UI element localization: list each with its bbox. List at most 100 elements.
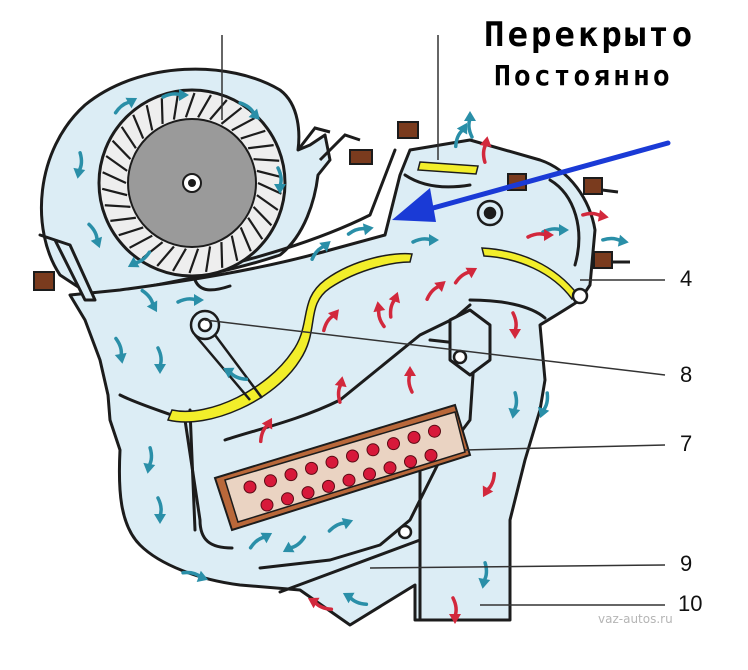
fan-blade	[111, 139, 132, 160]
airflow-arrow-icon	[143, 446, 156, 474]
damper-pivot-icon	[189, 199, 589, 540]
heater-core-tube	[428, 424, 441, 438]
airflow-arrow-icon	[282, 535, 307, 553]
airflow-arrow-icon	[453, 267, 478, 285]
airflow-arrow-icon	[388, 291, 401, 319]
fan-blade	[132, 114, 145, 139]
fan-blade	[239, 227, 252, 252]
airflow-arrow-icon	[327, 517, 354, 533]
airflow-arrow-icon	[161, 89, 189, 101]
fan-blade	[256, 169, 283, 179]
fan-blade	[101, 187, 128, 197]
airflow-arrow-icon	[464, 111, 476, 139]
airflow-arrow-icon	[248, 532, 273, 550]
fan-blade	[240, 129, 266, 140]
heater-core-tube	[383, 461, 397, 475]
fan-blade	[197, 94, 212, 118]
annotation-arrow	[392, 140, 671, 222]
callout-label-9: 9	[680, 551, 693, 576]
airflow-arrow-icon	[154, 346, 166, 374]
airflow-arrow-icon	[479, 136, 492, 164]
airflow-arrow-icon	[113, 97, 138, 115]
heater-core-tube	[387, 437, 400, 451]
side-outlet-damper	[481, 247, 580, 301]
fan-blade	[188, 248, 200, 274]
airflow-arrow-icon	[449, 596, 461, 624]
fan-blade	[252, 206, 273, 227]
airflow-arrow-icon	[127, 250, 152, 268]
heater-core-tube	[322, 479, 335, 493]
heater-core-tube	[424, 448, 438, 462]
heater-core-tube	[404, 455, 417, 469]
airflow-arrow-icon	[310, 241, 331, 261]
fan-blade	[257, 182, 282, 195]
airflow-arrow-icon	[478, 561, 491, 589]
airflow-arrow-icon	[238, 101, 260, 120]
fan-blade	[220, 106, 243, 125]
fan-blade	[209, 99, 228, 121]
callout-label-8: 8	[680, 362, 693, 387]
callout-label-4: 4	[680, 266, 693, 291]
warm-air-flow-arrows	[258, 136, 609, 624]
airflow-arrow-icon	[411, 234, 439, 246]
airflow-arrow-icon	[181, 570, 209, 583]
fan-blade	[120, 126, 137, 149]
airflow-arrow-icon	[322, 309, 339, 333]
airflow-arrow-icon	[258, 417, 273, 444]
airflow-arrow-icon	[453, 122, 468, 149]
heater-core-tube	[305, 461, 318, 475]
heater-core-tube	[281, 492, 294, 506]
fan-blade	[231, 117, 255, 132]
fan-blade	[256, 194, 279, 211]
heater-core-tube	[366, 443, 380, 457]
airflow-arrow-icon	[581, 209, 609, 222]
fan-blade	[220, 242, 224, 268]
heater-core-tube	[342, 473, 356, 487]
cold-air-flow-arrows	[73, 89, 629, 607]
heater-core-tube	[243, 480, 257, 494]
airflow-arrow-icon	[508, 391, 521, 419]
airflow-arrow-icon	[73, 151, 86, 179]
heater-core-tube	[325, 455, 339, 469]
airflow-arrow-icon	[342, 592, 369, 607]
heater-core-tube	[301, 486, 315, 500]
fan-blade	[172, 248, 187, 272]
fan-blade	[110, 216, 137, 222]
left-inlet-flap	[38, 233, 97, 302]
airflow-arrow-icon	[482, 471, 497, 498]
fan-blade	[145, 104, 154, 131]
heater-core-icon	[213, 403, 472, 532]
heater-core-tube	[363, 467, 376, 481]
airflow-arrow-icon	[307, 597, 334, 612]
fan-blade	[247, 217, 264, 240]
airflow-arrow-icon	[404, 366, 416, 394]
airflow-arrow-icon	[140, 288, 158, 313]
main-housing	[68, 138, 597, 627]
mount-brackets	[296, 126, 630, 264]
airflow-arrow-icon	[373, 301, 386, 329]
airflow-arrow-icon	[176, 294, 204, 306]
heater-core-tube	[346, 449, 359, 463]
airflow-arrow-icon	[87, 222, 103, 249]
airflow-arrow-icon	[334, 376, 347, 404]
fan-blade	[129, 234, 153, 249]
fan-blade	[247, 144, 274, 150]
airflow-arrow-icon	[537, 391, 550, 419]
fan-blade	[118, 226, 144, 237]
watermark: vaz-autos.ru	[598, 612, 673, 626]
fan-blade	[184, 92, 196, 118]
airflow-arrow-icon	[222, 367, 249, 382]
annotation-note-line1: Перекрыто	[484, 15, 696, 55]
leader-lines	[204, 35, 666, 606]
fan-blade	[156, 245, 175, 267]
heater-core-tube	[260, 498, 274, 512]
fan-blade	[160, 98, 164, 124]
airflow-arrow-icon	[601, 234, 629, 247]
airflow-arrow-icon	[509, 311, 521, 339]
heater-core-tube	[407, 430, 421, 444]
airflow-arrow-icon	[154, 496, 166, 524]
airflow-arrow-icon	[346, 223, 374, 236]
fan-blade	[253, 158, 280, 162]
